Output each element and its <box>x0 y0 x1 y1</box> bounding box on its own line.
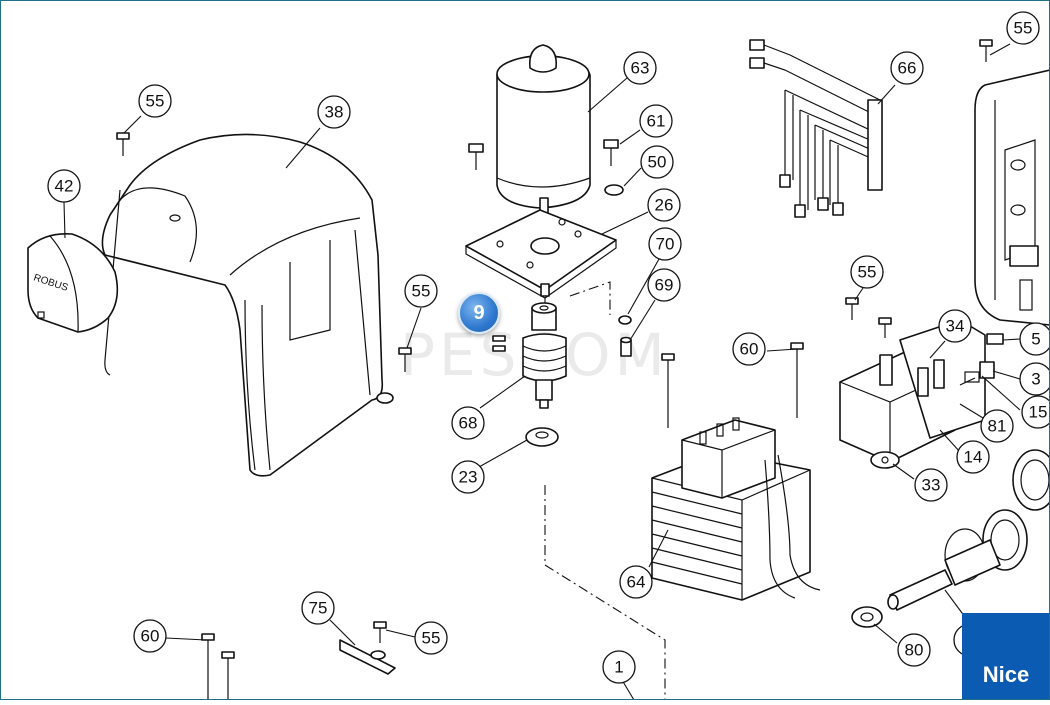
callout-68: 68 <box>451 406 485 440</box>
limit-switch-assembly <box>839 319 1004 469</box>
callout-55: 55 <box>850 255 884 289</box>
svg-text:34: 34 <box>946 317 965 336</box>
svg-text:3: 3 <box>1031 370 1040 389</box>
transformer-part-64 <box>651 417 821 601</box>
callout-23: 23 <box>451 460 485 494</box>
callout-55: 55 <box>1006 11 1040 45</box>
long-screw-part-60-right <box>790 342 804 418</box>
callout-14: 14 <box>956 440 990 474</box>
callout-81: 81 <box>980 409 1014 443</box>
long-screw-part-60-center <box>661 353 675 428</box>
callout-5-partial: 5 <box>1019 322 1050 356</box>
svg-text:60: 60 <box>740 340 759 359</box>
callout-64: 64 <box>619 565 653 599</box>
screw-part-55-e <box>373 621 387 643</box>
washer-part-23 <box>525 427 559 447</box>
worm-screw-part-68 <box>492 302 567 409</box>
nut-part-70 <box>618 315 632 325</box>
svg-text:55: 55 <box>412 282 431 301</box>
cover-part-38 <box>101 133 394 477</box>
callout-61: 61 <box>639 104 673 138</box>
cover-piece-part-42: ROBUS <box>27 232 119 333</box>
svg-text:63: 63 <box>631 59 650 78</box>
callout-42: 42 <box>47 169 81 203</box>
callout-34: 34 <box>938 309 972 343</box>
callout-60: 60 <box>732 332 766 366</box>
motor-part-63 <box>496 44 591 221</box>
svg-text:1: 1 <box>614 658 623 677</box>
callout-55: 55 <box>138 84 172 118</box>
long-screw-part-60-bottom <box>201 633 235 700</box>
brand-logo: Nice <box>962 613 1050 700</box>
pin-part-69 <box>620 336 632 357</box>
callout-70: 70 <box>648 227 682 261</box>
svg-text:14: 14 <box>964 448 983 467</box>
svg-text:64: 64 <box>627 573 646 592</box>
plate-part-26 <box>465 209 617 299</box>
svg-text:61: 61 <box>647 112 666 131</box>
svg-text:26: 26 <box>655 196 674 215</box>
callout-55: 55 <box>414 621 448 655</box>
callout-66: 66 <box>890 51 924 85</box>
callout-55: 55 <box>404 274 438 308</box>
svg-text:70: 70 <box>656 235 675 254</box>
svg-text:33: 33 <box>922 476 941 495</box>
callout-63: 63 <box>623 51 657 85</box>
wiring-harness-part-66 <box>749 39 883 218</box>
svg-text:38: 38 <box>325 103 344 122</box>
callout-69: 69 <box>647 268 681 302</box>
svg-text:68: 68 <box>459 414 478 433</box>
highlight-badge-9[interactable]: 9 <box>458 292 500 334</box>
svg-text:55: 55 <box>422 629 441 648</box>
svg-text:55: 55 <box>858 263 877 282</box>
svg-text:75: 75 <box>309 599 328 618</box>
svg-text:69: 69 <box>655 276 674 295</box>
leader-lines <box>63 43 1021 701</box>
svg-text:15: 15 <box>1029 403 1048 422</box>
gear-shaft-assembly <box>851 449 1050 628</box>
svg-text:55: 55 <box>1014 19 1033 38</box>
callout-60: 60 <box>133 619 167 653</box>
clip-part-75 <box>339 639 396 675</box>
svg-text:23: 23 <box>459 468 478 487</box>
callout-15-partial: 15 <box>1021 395 1050 429</box>
screw-part-55-a <box>116 132 130 156</box>
svg-text:5: 5 <box>1031 330 1040 349</box>
screw-part-55-b <box>398 347 412 372</box>
svg-text:66: 66 <box>898 59 917 78</box>
callout-33: 33 <box>914 468 948 502</box>
callout-80: 80 <box>897 633 931 667</box>
callout-1: 1 <box>602 650 636 684</box>
screw-part-61-right <box>603 139 619 166</box>
svg-text:80: 80 <box>905 641 924 660</box>
washer-part-50 <box>604 184 624 196</box>
svg-text:60: 60 <box>141 627 160 646</box>
svg-text:81: 81 <box>988 417 1007 436</box>
callout-38: 38 <box>317 95 351 129</box>
svg-text:55: 55 <box>146 92 165 111</box>
callout-3-partial: 3 <box>1019 362 1050 396</box>
side-housing <box>974 39 1050 326</box>
screw-part-61-left <box>468 143 484 170</box>
callout-75: 75 <box>301 591 335 625</box>
screw-part-55-c <box>845 297 859 320</box>
screw-part-55-d <box>878 317 892 338</box>
callout-26: 26 <box>647 188 681 222</box>
callout-50: 50 <box>640 145 674 179</box>
svg-text:42: 42 <box>55 177 74 196</box>
svg-text:50: 50 <box>648 153 667 172</box>
